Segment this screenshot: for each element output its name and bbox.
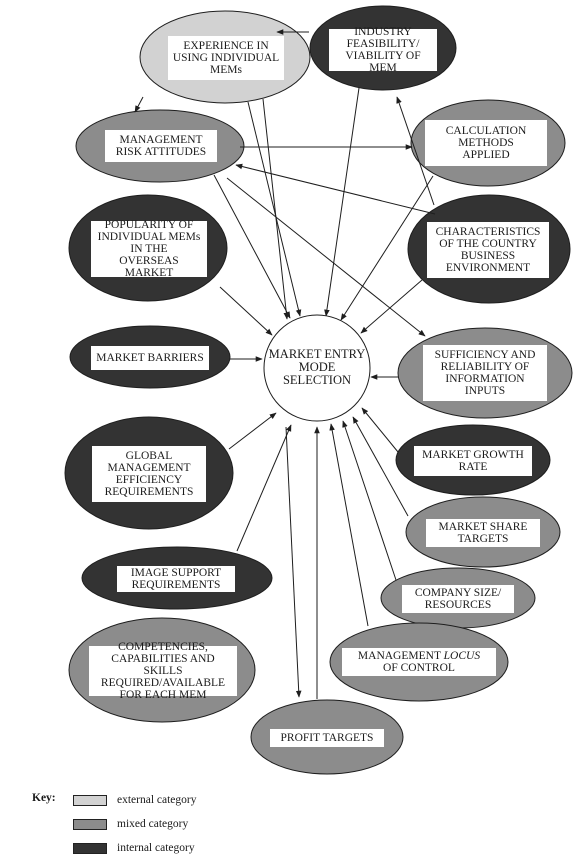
factor-label-line: FOR EACH MEM xyxy=(119,689,207,701)
factor-label-line: EFFICIENCY xyxy=(115,474,183,486)
factor-label-line: CALCULATION xyxy=(445,125,527,137)
influence-arrow xyxy=(228,412,277,450)
factor-label-line: INDIVIDUAL MEMs xyxy=(97,231,201,243)
factor-label-line: OVERSEAS MARKET xyxy=(119,255,179,279)
influence-arrow xyxy=(361,407,399,453)
key-label-internal: internal category xyxy=(117,842,195,854)
center-node-circle xyxy=(263,314,371,422)
factor-label-line: RISK ATTITUDES xyxy=(115,146,207,158)
factor-label-line: MARKET BARRIERS xyxy=(96,352,204,364)
factor-label-line: CHARACTERISTICS xyxy=(435,226,541,238)
key-label-external: external category xyxy=(117,794,197,806)
factor-label-line: COMPETENCIES, xyxy=(118,641,208,653)
factor-label-line: INDUSTRY xyxy=(354,26,412,38)
factor-label-barriers: MARKET BARRIERS xyxy=(91,346,209,370)
factor-label-line: METHODS xyxy=(458,137,514,149)
center-line-3: SELECTION xyxy=(282,373,352,387)
factor-label-line: MANAGEMENT LOCUS xyxy=(357,650,481,662)
factor-label-line: MEMs xyxy=(210,64,242,76)
influence-arrow xyxy=(213,174,291,319)
factor-label-line: BUSINESS xyxy=(460,250,516,262)
factor-label-line: MARKET GROWTH xyxy=(422,449,524,461)
factor-label-line: PROFIT TARGETS xyxy=(280,732,374,744)
factor-label-line: TARGETS xyxy=(457,533,509,545)
factor-label-line: MARKET SHARE xyxy=(438,521,528,533)
factor-label-line: REQUIRED/AVAILABLE xyxy=(100,677,226,689)
key-label-mixed: mixed category xyxy=(117,818,189,830)
factor-label-line: FEASIBILITY/ xyxy=(346,38,420,50)
factor-label-line: EXPERIENCE IN xyxy=(183,40,269,52)
influence-arrow xyxy=(236,424,292,552)
influence-arrow xyxy=(134,96,144,113)
factor-label-line: APPLIED xyxy=(462,149,510,161)
factor-label-line: RELIABILITY OF xyxy=(440,361,530,373)
influence-arrow xyxy=(226,177,426,337)
factor-label-profit: PROFIT TARGETS xyxy=(270,729,384,747)
factor-label-line: GLOBAL xyxy=(125,450,173,462)
influence-arrow xyxy=(340,175,434,321)
factor-label-line: INPUTS xyxy=(464,385,506,397)
factor-label-line: IN THE xyxy=(130,243,168,255)
factor-label-line: VIABILITY OF MEM xyxy=(345,50,421,74)
center-line-2: MODE xyxy=(298,360,336,374)
factor-label-line: REQUIREMENTS xyxy=(104,486,194,498)
key-title: Key: xyxy=(32,792,56,804)
factor-label-line: SUFFICIENCY AND xyxy=(434,349,536,361)
factor-label-line: IMAGE SUPPORT xyxy=(130,567,222,579)
factor-label-company: COMPANY SIZE/RESOURCES xyxy=(402,585,514,613)
influence-arrow xyxy=(324,87,360,317)
factor-label-line: INFORMATION xyxy=(445,373,525,385)
factor-label-line: RATE xyxy=(458,461,488,473)
center-line-1: MARKET ENTRY xyxy=(268,347,366,361)
factor-label-line: REQUIREMENTS xyxy=(131,579,221,591)
factor-label-line: USING INDIVIDUAL xyxy=(172,52,280,64)
key-swatch-internal xyxy=(73,843,107,854)
influence-arrow xyxy=(262,98,290,320)
influence-arrow xyxy=(235,163,436,215)
factor-label-line: POPULARITY OF xyxy=(104,219,194,231)
influence-arrow xyxy=(219,286,273,336)
influence-arrow xyxy=(285,426,302,698)
factor-label-line: COMPANY SIZE/ xyxy=(414,587,502,599)
key-swatch-mixed xyxy=(73,819,107,830)
influence-arrow xyxy=(352,416,409,517)
center-node-label: MARKET ENTRY MODE SELECTION xyxy=(264,348,370,387)
factor-label-line: OF CONTROL xyxy=(383,662,455,674)
factor-label-line: MANAGEMENT xyxy=(107,462,191,474)
factor-label-line: RESOURCES xyxy=(424,599,492,611)
influence-arrow xyxy=(360,279,423,334)
key-swatch-external xyxy=(73,795,107,806)
influence-arrow xyxy=(342,420,397,581)
factor-label-line: MANAGEMENT xyxy=(119,134,203,146)
factor-label-line: OF THE COUNTRY xyxy=(439,238,537,250)
influence-arrow xyxy=(329,423,369,627)
influence-arrow xyxy=(247,101,302,317)
influence-arrow xyxy=(396,96,435,206)
factor-label-line: CAPABILITIES AND SKILLS xyxy=(111,653,215,677)
factor-label-line: ENVIRONMENT xyxy=(445,262,531,274)
